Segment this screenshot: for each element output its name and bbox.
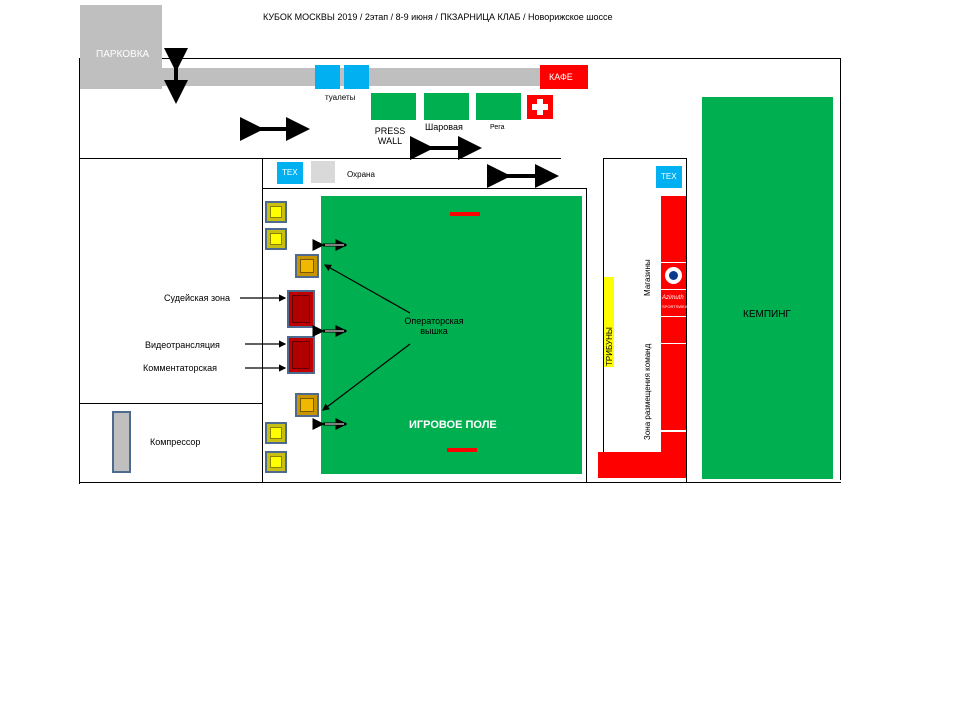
shop-block-1 [661, 196, 686, 262]
yellow-bunker-2 [265, 228, 287, 250]
first-aid-icon [527, 95, 553, 119]
operator-tower-1 [295, 254, 319, 278]
yellow-bunker-3 [265, 422, 287, 444]
tech-left-zone: ТЕХ [277, 162, 303, 184]
security-booth [311, 161, 335, 183]
rega-booth [476, 93, 521, 120]
commentators-label: Комментаторская [143, 363, 217, 373]
game-field-label: ИГРОВОЕ ПОЛЕ [409, 419, 497, 431]
base-top [450, 212, 480, 216]
base-bottom [447, 448, 477, 452]
game-field: ИГРОВОЕ ПОЛЕ [321, 196, 582, 474]
inner-vertical-line [262, 158, 263, 482]
operator-pointer-1 [323, 264, 411, 314]
operator-tower-label: Операторская вышка [404, 316, 464, 337]
camping-label: КЕМПИНГ [743, 309, 791, 320]
logo-text-2: SPORTSWEAR [662, 304, 691, 309]
yellow-bunker-4 [265, 451, 287, 473]
yellow-bunker-1 [265, 201, 287, 223]
field-top-line [263, 188, 586, 189]
field-right-line [586, 188, 587, 482]
tech-right-label: ТЕХ [661, 172, 677, 181]
stands-left-line [603, 158, 604, 452]
compressor-top-line [79, 403, 262, 404]
toilets-label: туалеты [325, 93, 356, 102]
team-block-1 [661, 344, 686, 430]
inner-top-line-right [603, 158, 686, 159]
rega-label: Рега [490, 124, 505, 131]
parking-zone: ПАРКОВКА [80, 5, 162, 89]
tech-left-label: ТЕХ [282, 168, 298, 177]
toilet-2 [344, 65, 369, 89]
compressor-unit [112, 411, 131, 473]
operator-tower-2 [295, 393, 319, 417]
video-booth [287, 336, 315, 374]
team-block-2 [661, 432, 686, 478]
shop-logo-2: Azimuth SPORTSWEAR [661, 290, 690, 316]
team-right-line [686, 158, 687, 482]
ball-shop-label: Шаровая [425, 122, 463, 132]
operator-pointer-2 [322, 343, 411, 411]
ball-shop-booth [424, 93, 469, 120]
cafe-label: КАФЕ [549, 72, 573, 82]
judges-label: Судейская зона [164, 293, 231, 303]
inner-top-line [79, 158, 561, 159]
security-label: Охрана [347, 170, 375, 179]
tech-right-zone: ТЕХ [656, 166, 682, 188]
boundary-bottom [79, 482, 841, 483]
judges-booth [287, 290, 315, 328]
boundary-right [840, 58, 841, 480]
compressor-label: Компрессор [150, 437, 201, 447]
stands-bar [604, 277, 614, 367]
shop-logo-3 [661, 317, 686, 343]
boundary-top [162, 58, 840, 59]
video-label: Видеотрансляция [145, 340, 220, 350]
camping-zone: КЕМПИНГ [702, 97, 833, 479]
toilet-1 [315, 65, 340, 89]
shop-logo-1 [661, 263, 686, 289]
parking-label: ПАРКОВКА [96, 49, 150, 60]
press-wall-booth [371, 93, 416, 120]
press-wall-label: PRESS WALL [374, 126, 406, 147]
boundary-left [79, 58, 80, 484]
map-title: КУБОК МОСКВЫ 2019 / 2этап / 8-9 июня / П… [263, 12, 613, 22]
team-block-3 [598, 452, 661, 478]
cafe-zone: КАФЕ [540, 65, 588, 89]
logo-text-1: Azimuth [662, 295, 684, 301]
